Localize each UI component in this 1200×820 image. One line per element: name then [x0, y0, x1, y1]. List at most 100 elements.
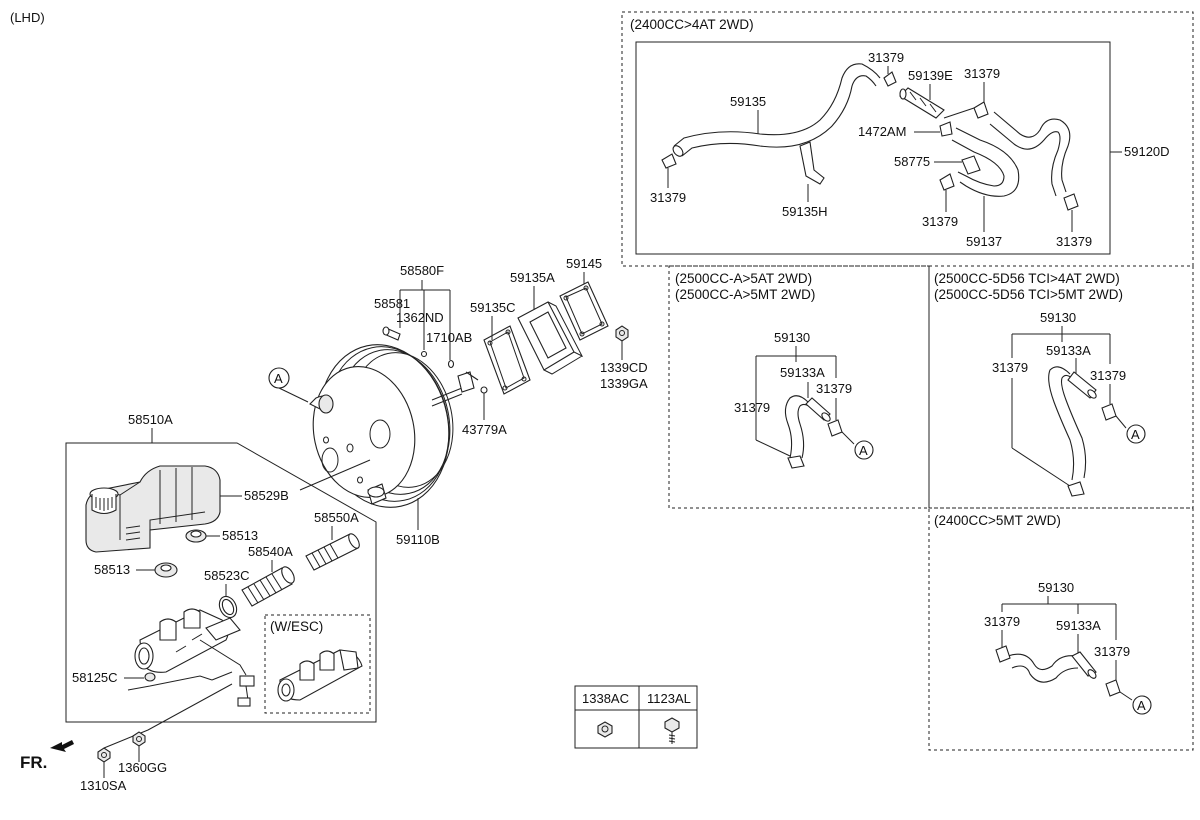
master-cylinder-body: [127, 608, 241, 691]
label-58125C: 58125C: [72, 670, 118, 685]
primary-piston-assembly: [241, 566, 295, 607]
wesc-inset-box: [264, 614, 371, 714]
pin-43779A: [480, 386, 488, 404]
label-58529B: 58529B: [244, 488, 289, 503]
label-59130-5mt: 59130: [1038, 580, 1074, 595]
group-label-2500cc-a-line2: (2500CC-A>5MT 2WD): [675, 287, 815, 302]
brake-booster: [299, 344, 463, 508]
nut-1339CD: [615, 325, 629, 342]
ref-marker-a-booster: A: [268, 367, 290, 389]
hose-clamp-2500a-left: [787, 455, 805, 469]
label-58550A: 58550A: [314, 510, 359, 525]
label-31379-b: 31379: [868, 50, 904, 65]
brake-fluid-reservoir: [85, 465, 221, 553]
vacuum-hose-2500a: [784, 395, 813, 459]
fastener-table-col2: 1123AL: [647, 691, 691, 706]
group-label-2400cc-4at: (2400CC>4AT 2WD): [630, 17, 754, 32]
label-58580F: 58580F: [400, 263, 444, 278]
booster-gasket-59135C: [483, 325, 531, 395]
label-1360GG: 1360GG: [118, 760, 167, 775]
check-valve-59133A-tci: [1067, 371, 1097, 399]
nut-icon: [597, 721, 613, 738]
front-direction-label: FR.: [20, 753, 47, 772]
hose-clamp-31379-e: [1063, 193, 1079, 211]
secondary-piston-assembly: [305, 533, 360, 571]
snap-pin-1710AB: [447, 359, 455, 369]
label-59135: 59135: [730, 94, 766, 109]
ref-marker-a-2500a: A: [854, 440, 874, 460]
check-valve-59133A-5mt: [1071, 651, 1097, 679]
group-box-2500cc-a: [668, 265, 930, 509]
booster-check-valve: [309, 394, 334, 414]
fluid-level-sensor: [199, 639, 255, 707]
label-58513-upper: 58513: [222, 528, 258, 543]
label-1339GA: 1339GA: [600, 376, 648, 391]
group-label-tci-line2: (2500CC-5D56 TCI>5MT 2WD): [934, 287, 1123, 302]
fastener-table: [574, 685, 698, 749]
reservoir-grommet-lower: [154, 562, 178, 578]
label-59133A-tci: 59133A: [1046, 343, 1091, 358]
hose-clamp-31379-a: [661, 153, 677, 169]
svg-text:A: A: [1137, 698, 1146, 713]
master-cylinder-esc: [277, 649, 363, 702]
label-1710AB: 1710AB: [426, 330, 472, 345]
label-31379-5mt-left: 31379: [984, 614, 1020, 629]
label-58775: 58775: [894, 154, 930, 169]
group-box-2500cc-tci: [928, 265, 1194, 509]
hose-clamp-tci-right: [1101, 403, 1117, 421]
label-59130-2500a: 59130: [774, 330, 810, 345]
bolt-icon: [664, 717, 680, 744]
hose-clamp-31379-c: [973, 101, 989, 119]
ref-marker-a-tci: A: [1126, 424, 1146, 444]
clip-1362ND: [420, 350, 428, 358]
fastener-table-col1: 1338AC: [582, 691, 629, 706]
hose-clamp-2500a-right: [827, 419, 843, 437]
ref-marker-a-5mt: A: [1132, 695, 1152, 715]
reservoir-grommet-upper: [185, 529, 207, 543]
booster-spacer-59135A: [517, 301, 584, 375]
label-31379-tci-left: 31379: [992, 360, 1028, 375]
label-31379-e: 31379: [1056, 234, 1092, 249]
group-box-2400cc-4at: [621, 11, 1194, 267]
hose-clamp-31379-d: [939, 173, 955, 191]
hose-clamp-31379-b: [883, 71, 897, 87]
clamp-1472AM: [939, 121, 953, 137]
label-59110B: 59110B: [396, 532, 440, 547]
label-31379-a: 31379: [650, 190, 686, 205]
group-box-2400cc-5mt: [928, 507, 1194, 751]
label-58510A: 58510A: [128, 412, 173, 427]
label-58523C: 58523C: [204, 568, 250, 583]
label-59139E: 59139E: [908, 68, 953, 83]
o-ring: [218, 595, 238, 619]
hose-clamp-5mt-right: [1105, 679, 1121, 697]
vacuum-hose-59137: [951, 127, 1020, 197]
label-31379-2500a-left: 31379: [734, 400, 770, 415]
label-59120D: 59120D: [1124, 144, 1170, 159]
label-1472AM: 1472AM: [858, 124, 906, 139]
group-label-tci-line1: (2500CC-5D56 TCI>4AT 2WD): [934, 271, 1120, 286]
booster-gasket-59145: [559, 281, 609, 341]
group-label-2400cc-5mt: (2400CC>5MT 2WD): [934, 513, 1061, 528]
washer-1360GG: [132, 731, 146, 747]
label-59135A: 59135A: [510, 270, 555, 285]
label-59135C: 59135C: [470, 300, 516, 315]
label-59135H: 59135H: [782, 204, 828, 219]
reservoir-seal-58125C: [144, 672, 156, 682]
group-label-2500cc-a-line1: (2500CC-A>5AT 2WD): [675, 271, 812, 286]
drive-side-label: (LHD): [10, 10, 45, 25]
hose-clamp-tci-left: [1067, 481, 1085, 497]
nut-1310SA: [97, 747, 111, 763]
svg-text:A: A: [274, 371, 283, 386]
hose-bracket-59135H: [799, 141, 825, 185]
label-31379-c: 31379: [964, 66, 1000, 81]
label-1310SA: 1310SA: [80, 778, 127, 793]
group-box-2400cc-4at-inner: [635, 41, 1111, 255]
hose-clamp-5mt-left: [995, 645, 1011, 663]
label-31379-d: 31379: [922, 214, 958, 229]
label-31379-2500a-right: 31379: [816, 381, 852, 396]
label-58513-lower: 58513: [94, 562, 130, 577]
label-58581: 58581: [374, 296, 410, 311]
svg-text:A: A: [1131, 427, 1140, 442]
svg-text:A: A: [859, 443, 868, 458]
label-59133A-5mt: 59133A: [1056, 618, 1101, 633]
